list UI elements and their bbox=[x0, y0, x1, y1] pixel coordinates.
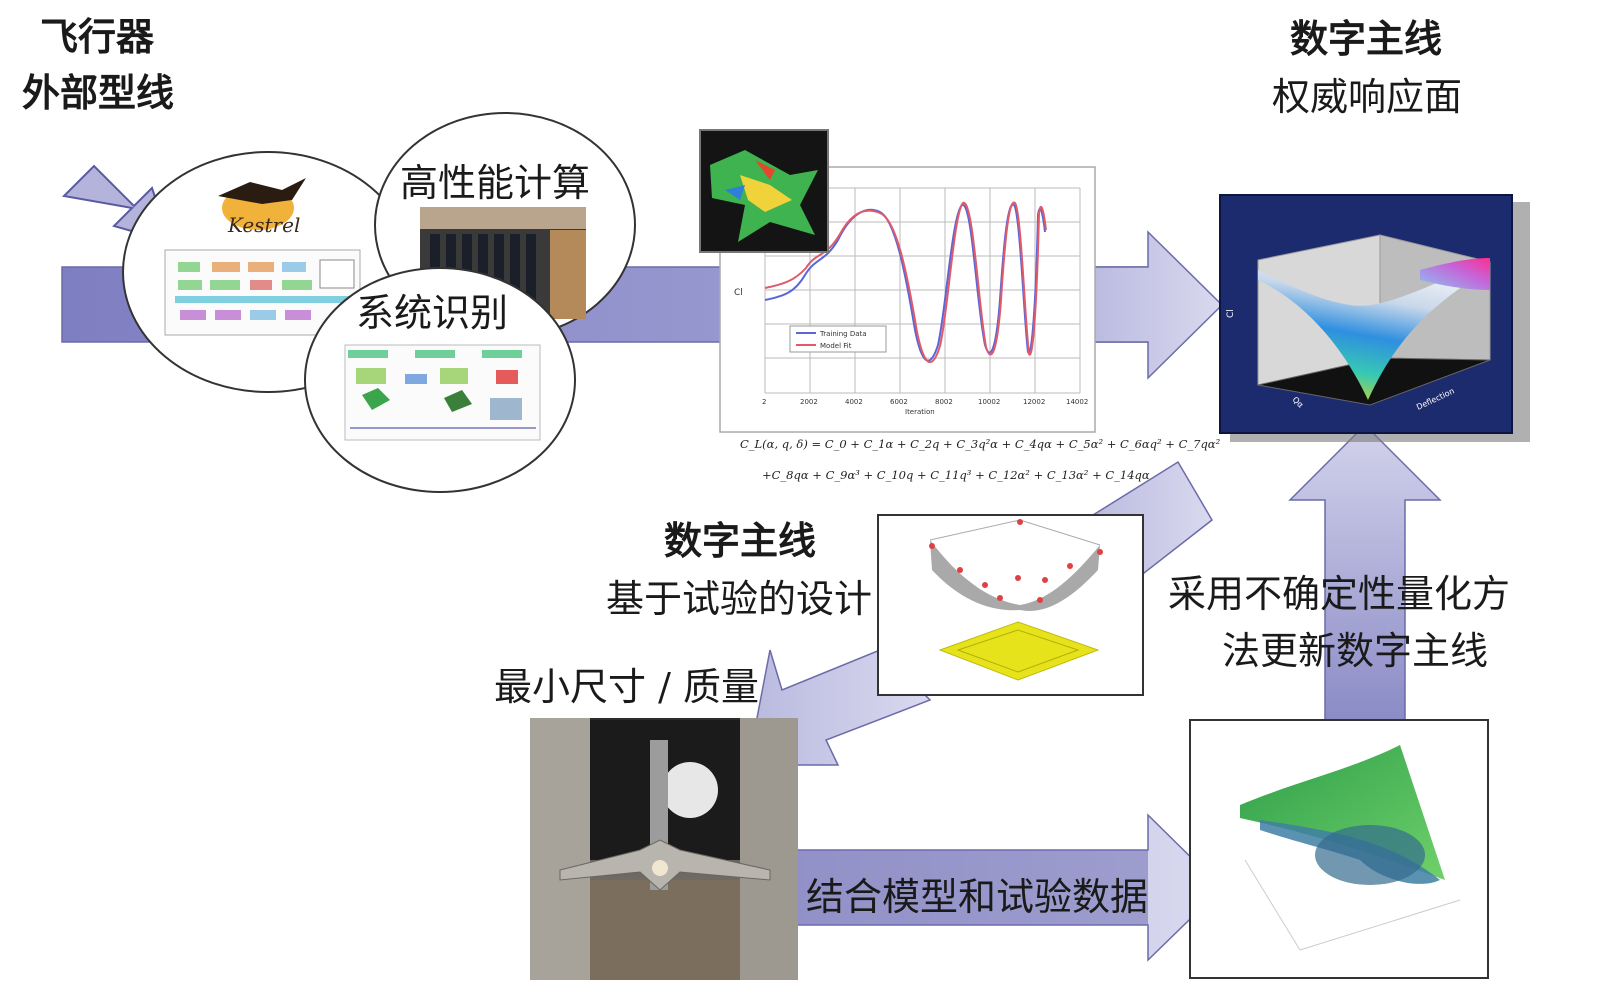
surface-zlabel: Cl bbox=[1226, 309, 1236, 318]
uq-label-line1: 采用不确定性量化方 bbox=[1168, 572, 1511, 616]
tick-x-2: 4002 bbox=[845, 398, 863, 406]
sysid-label: 系统识别 bbox=[356, 291, 509, 335]
series-model-fit bbox=[764, 201, 1047, 364]
flow-arrow-up-to-surface bbox=[1288, 423, 1442, 726]
response-surface bbox=[1258, 260, 1490, 400]
min-size-label: 最小尺寸 / 质量 bbox=[494, 665, 759, 709]
aircraft-label-line2: 外部型线 bbox=[22, 71, 175, 115]
tick-x-0: 2 bbox=[762, 398, 766, 406]
response-surface-panel: Cl Deflection Qα bbox=[1219, 194, 1530, 442]
kestrel-bird-icon bbox=[218, 178, 306, 204]
tick-x-6: 12002 bbox=[1023, 398, 1045, 406]
legend-model-fit: Model Fit bbox=[820, 342, 852, 350]
thread-top-title: 数字主线 bbox=[1290, 17, 1443, 61]
equation-line-1: C_L(α, q, δ) = C_0 + C_1α + C_2q + C_3q²… bbox=[740, 437, 1221, 451]
equation-line-2: +C_8qα + C_9α³ + C_10q + C_11q³ + C_12α²… bbox=[762, 468, 1150, 482]
legend-training-data: Training Data bbox=[819, 330, 867, 338]
wind-tunnel-photo bbox=[530, 718, 798, 980]
flow-arrow-to-surface bbox=[1084, 230, 1224, 380]
chart-legend bbox=[789, 325, 887, 353]
chart-xlabel: Iteration bbox=[905, 408, 935, 416]
sysid-circle bbox=[304, 267, 576, 493]
combine-label: 结合模型和试验数据 bbox=[806, 875, 1149, 919]
chart-ylabel: Cl bbox=[734, 288, 743, 298]
tick-x-5: 10002 bbox=[978, 398, 1000, 406]
uq-label-line2: 法更新数字主线 bbox=[1222, 629, 1489, 673]
aircraft-label-line1: 飞行器 bbox=[40, 15, 155, 59]
doe-panel bbox=[877, 514, 1144, 696]
thread-mid-title: 数字主线 bbox=[664, 519, 817, 563]
doe-sample-points bbox=[929, 519, 1103, 603]
kestrel-logo-text: Kestrel bbox=[227, 213, 300, 237]
hpc-label: 高性能计算 bbox=[400, 161, 591, 205]
tick-x-7: 14002 bbox=[1066, 398, 1088, 406]
thread-mid-subtitle: 基于试验的设计 bbox=[606, 577, 873, 621]
thread-top-subtitle: 权威响应面 bbox=[1272, 75, 1463, 119]
combined-surface-panel bbox=[1189, 719, 1489, 979]
aircraft-cfd-thumbnail bbox=[699, 129, 829, 253]
combine-band bbox=[770, 850, 1148, 925]
tick-x-3: 6002 bbox=[890, 398, 908, 406]
tick-x-1: 2002 bbox=[800, 398, 818, 406]
tick-x-4: 8002 bbox=[935, 398, 953, 406]
